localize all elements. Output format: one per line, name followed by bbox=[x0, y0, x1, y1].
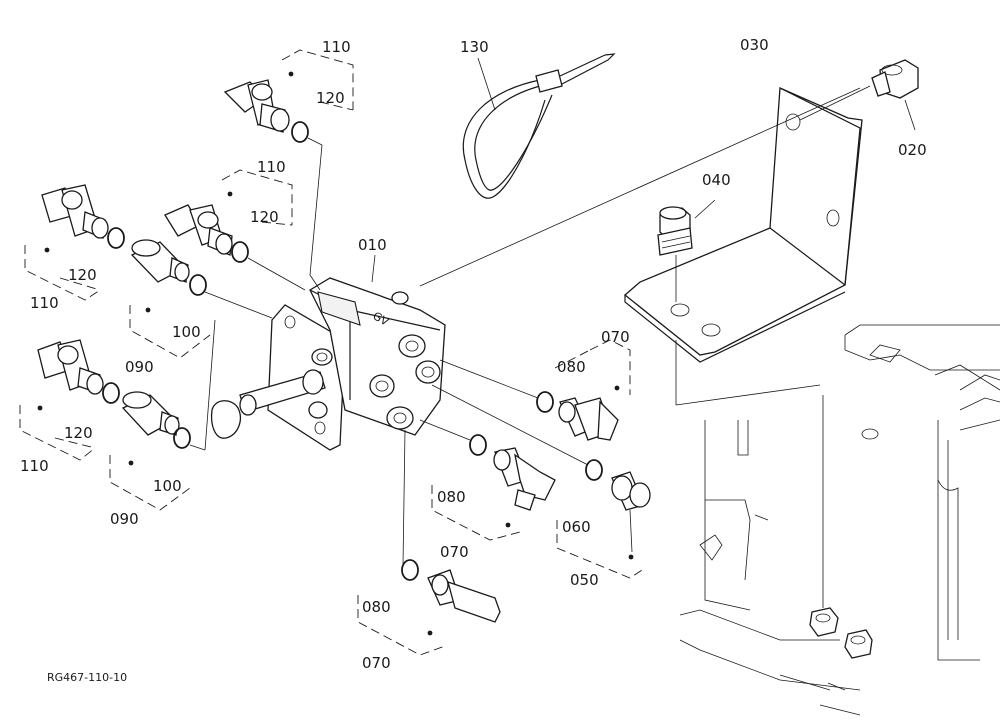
callout-080-lower: 080 bbox=[362, 598, 391, 616]
valve-body-010: GV bbox=[210, 87, 861, 451]
callout-060: 060 bbox=[562, 518, 591, 536]
callout-070-upper: 070 bbox=[601, 328, 630, 346]
callout-090-lower: 090 bbox=[110, 510, 139, 528]
callout-110-top: 110 bbox=[322, 38, 351, 56]
bracket-030 bbox=[623, 87, 863, 406]
fitting-group-top bbox=[223, 49, 354, 276]
fitting-group-right-mid bbox=[419, 419, 556, 541]
callout-080-middle: 080 bbox=[437, 488, 466, 506]
callout-labels: 010 020 030 040 050 060 070 070 070 080 … bbox=[20, 36, 927, 672]
fitting-group-mid bbox=[164, 169, 306, 291]
callout-120-left-upper: 120 bbox=[68, 266, 97, 284]
callout-110-left-upper: 110 bbox=[30, 294, 59, 312]
callout-090-upper: 090 bbox=[125, 358, 154, 376]
callout-020: 020 bbox=[898, 141, 927, 159]
fitting-group-left-lower bbox=[19, 319, 216, 511]
tractor-frame bbox=[679, 324, 1000, 716]
callout-110-second: 110 bbox=[257, 158, 286, 176]
callout-100-lower: 100 bbox=[153, 477, 182, 495]
callout-040: 040 bbox=[702, 171, 731, 189]
callout-120-top: 120 bbox=[316, 89, 345, 107]
callout-030: 030 bbox=[740, 36, 769, 54]
callout-070-lower: 070 bbox=[362, 654, 391, 672]
callout-120-left-lower: 120 bbox=[64, 424, 93, 442]
callout-110-left-lower: 110 bbox=[20, 457, 49, 475]
diagram-reference-code: RG467-110-10 bbox=[47, 671, 127, 684]
callout-010: 010 bbox=[358, 236, 387, 254]
fitting-group-right-upper bbox=[439, 339, 631, 441]
callout-050: 050 bbox=[570, 571, 599, 589]
fitting-group-bottom bbox=[357, 429, 501, 656]
callout-130: 130 bbox=[460, 38, 489, 56]
callout-070-middle: 070 bbox=[440, 543, 469, 561]
plug-040 bbox=[657, 199, 716, 302]
callout-080-upper: 080 bbox=[557, 358, 586, 376]
callout-100-upper: 100 bbox=[172, 323, 201, 341]
callout-120-second: 120 bbox=[250, 208, 279, 226]
fitting-group-right-lower bbox=[431, 384, 651, 579]
cable-tie-130 bbox=[462, 53, 616, 199]
fitting-group-left-upper bbox=[24, 184, 273, 359]
fitting-020 bbox=[799, 59, 919, 131]
